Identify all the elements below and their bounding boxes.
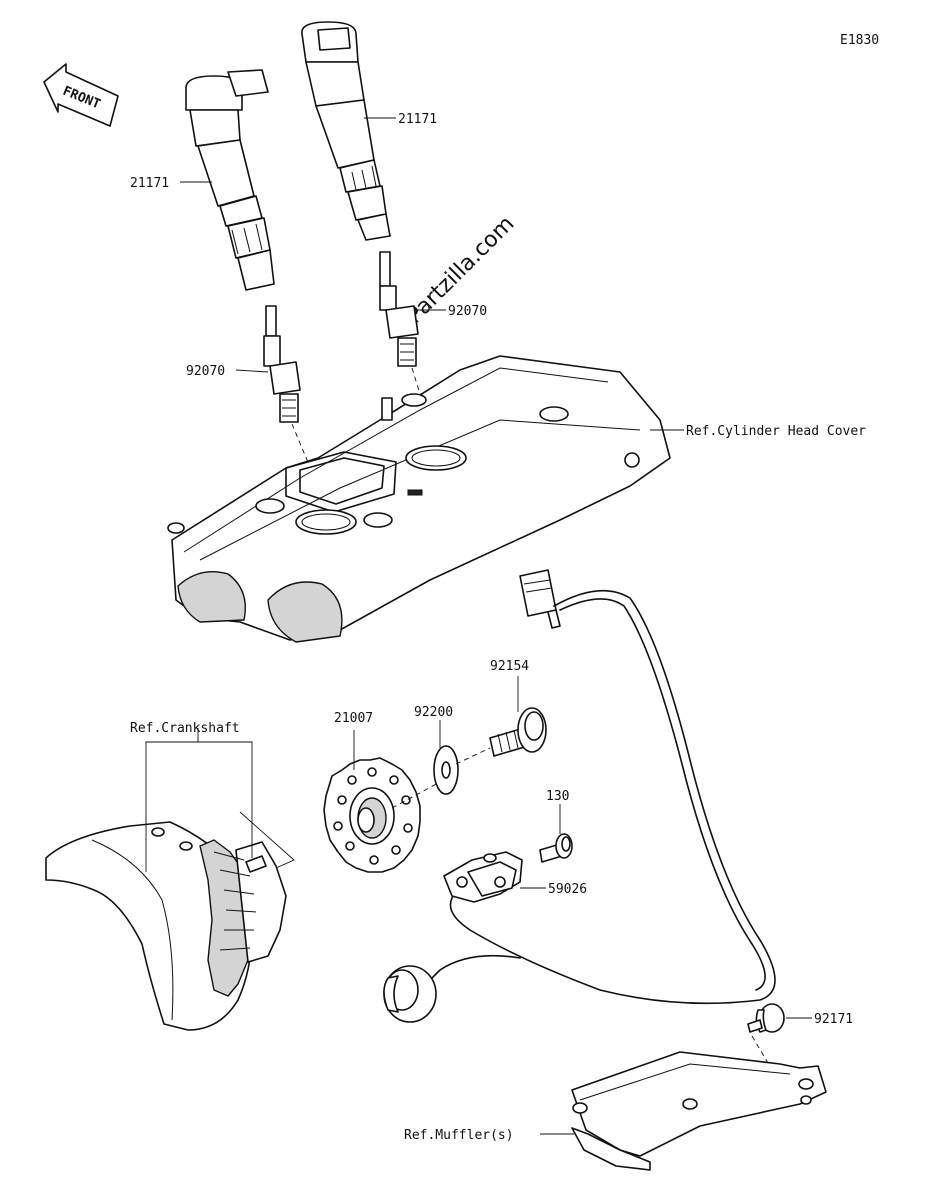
callout-muffler: Ref.Muffler(s) xyxy=(404,1128,514,1143)
callout-coil-left: 21171 xyxy=(130,176,169,191)
ignition-coil-left[interactable] xyxy=(185,69,275,291)
sensor-bolt[interactable] xyxy=(539,833,573,863)
callout-washer: 92200 xyxy=(414,705,453,720)
crankshaft-key xyxy=(245,855,267,873)
wiring-harness[interactable] xyxy=(429,569,776,1005)
callout-rotor: 21007 xyxy=(334,711,373,726)
crankshaft xyxy=(45,821,287,1031)
callout-coil-right: 21171 xyxy=(398,112,437,127)
spark-plug-right[interactable] xyxy=(379,251,419,367)
ignition-coil-right[interactable] xyxy=(301,21,391,241)
muffler-bracket xyxy=(571,1051,827,1171)
callout-grommet: 92171 xyxy=(814,1012,853,1027)
callout-bolt-sensor: 130 xyxy=(546,789,569,804)
rubber-grommet[interactable] xyxy=(747,1003,785,1033)
timing-rotor[interactable] xyxy=(323,757,421,873)
callout-sensor: 59026 xyxy=(548,882,587,897)
harness-grommet[interactable] xyxy=(383,965,437,1023)
diagram-code: E1830 xyxy=(840,33,879,48)
washer[interactable] xyxy=(433,745,459,795)
rotor-bolt[interactable] xyxy=(489,707,547,757)
callout-cylinder-head-cover: Ref.Cylinder Head Cover xyxy=(686,424,866,439)
crankshaft-sensor[interactable] xyxy=(443,851,523,903)
front-arrow-icon: FRONT xyxy=(43,63,119,127)
cylinder-head-cover[interactable] xyxy=(167,355,671,643)
spark-plug-left[interactable] xyxy=(263,305,301,423)
callout-bolt-rotor: 92154 xyxy=(490,659,529,674)
callout-plug-right: 92070 xyxy=(448,304,487,319)
callout-plug-left: 92070 xyxy=(186,364,225,379)
callout-crankshaft: Ref.Crankshaft xyxy=(130,721,240,736)
